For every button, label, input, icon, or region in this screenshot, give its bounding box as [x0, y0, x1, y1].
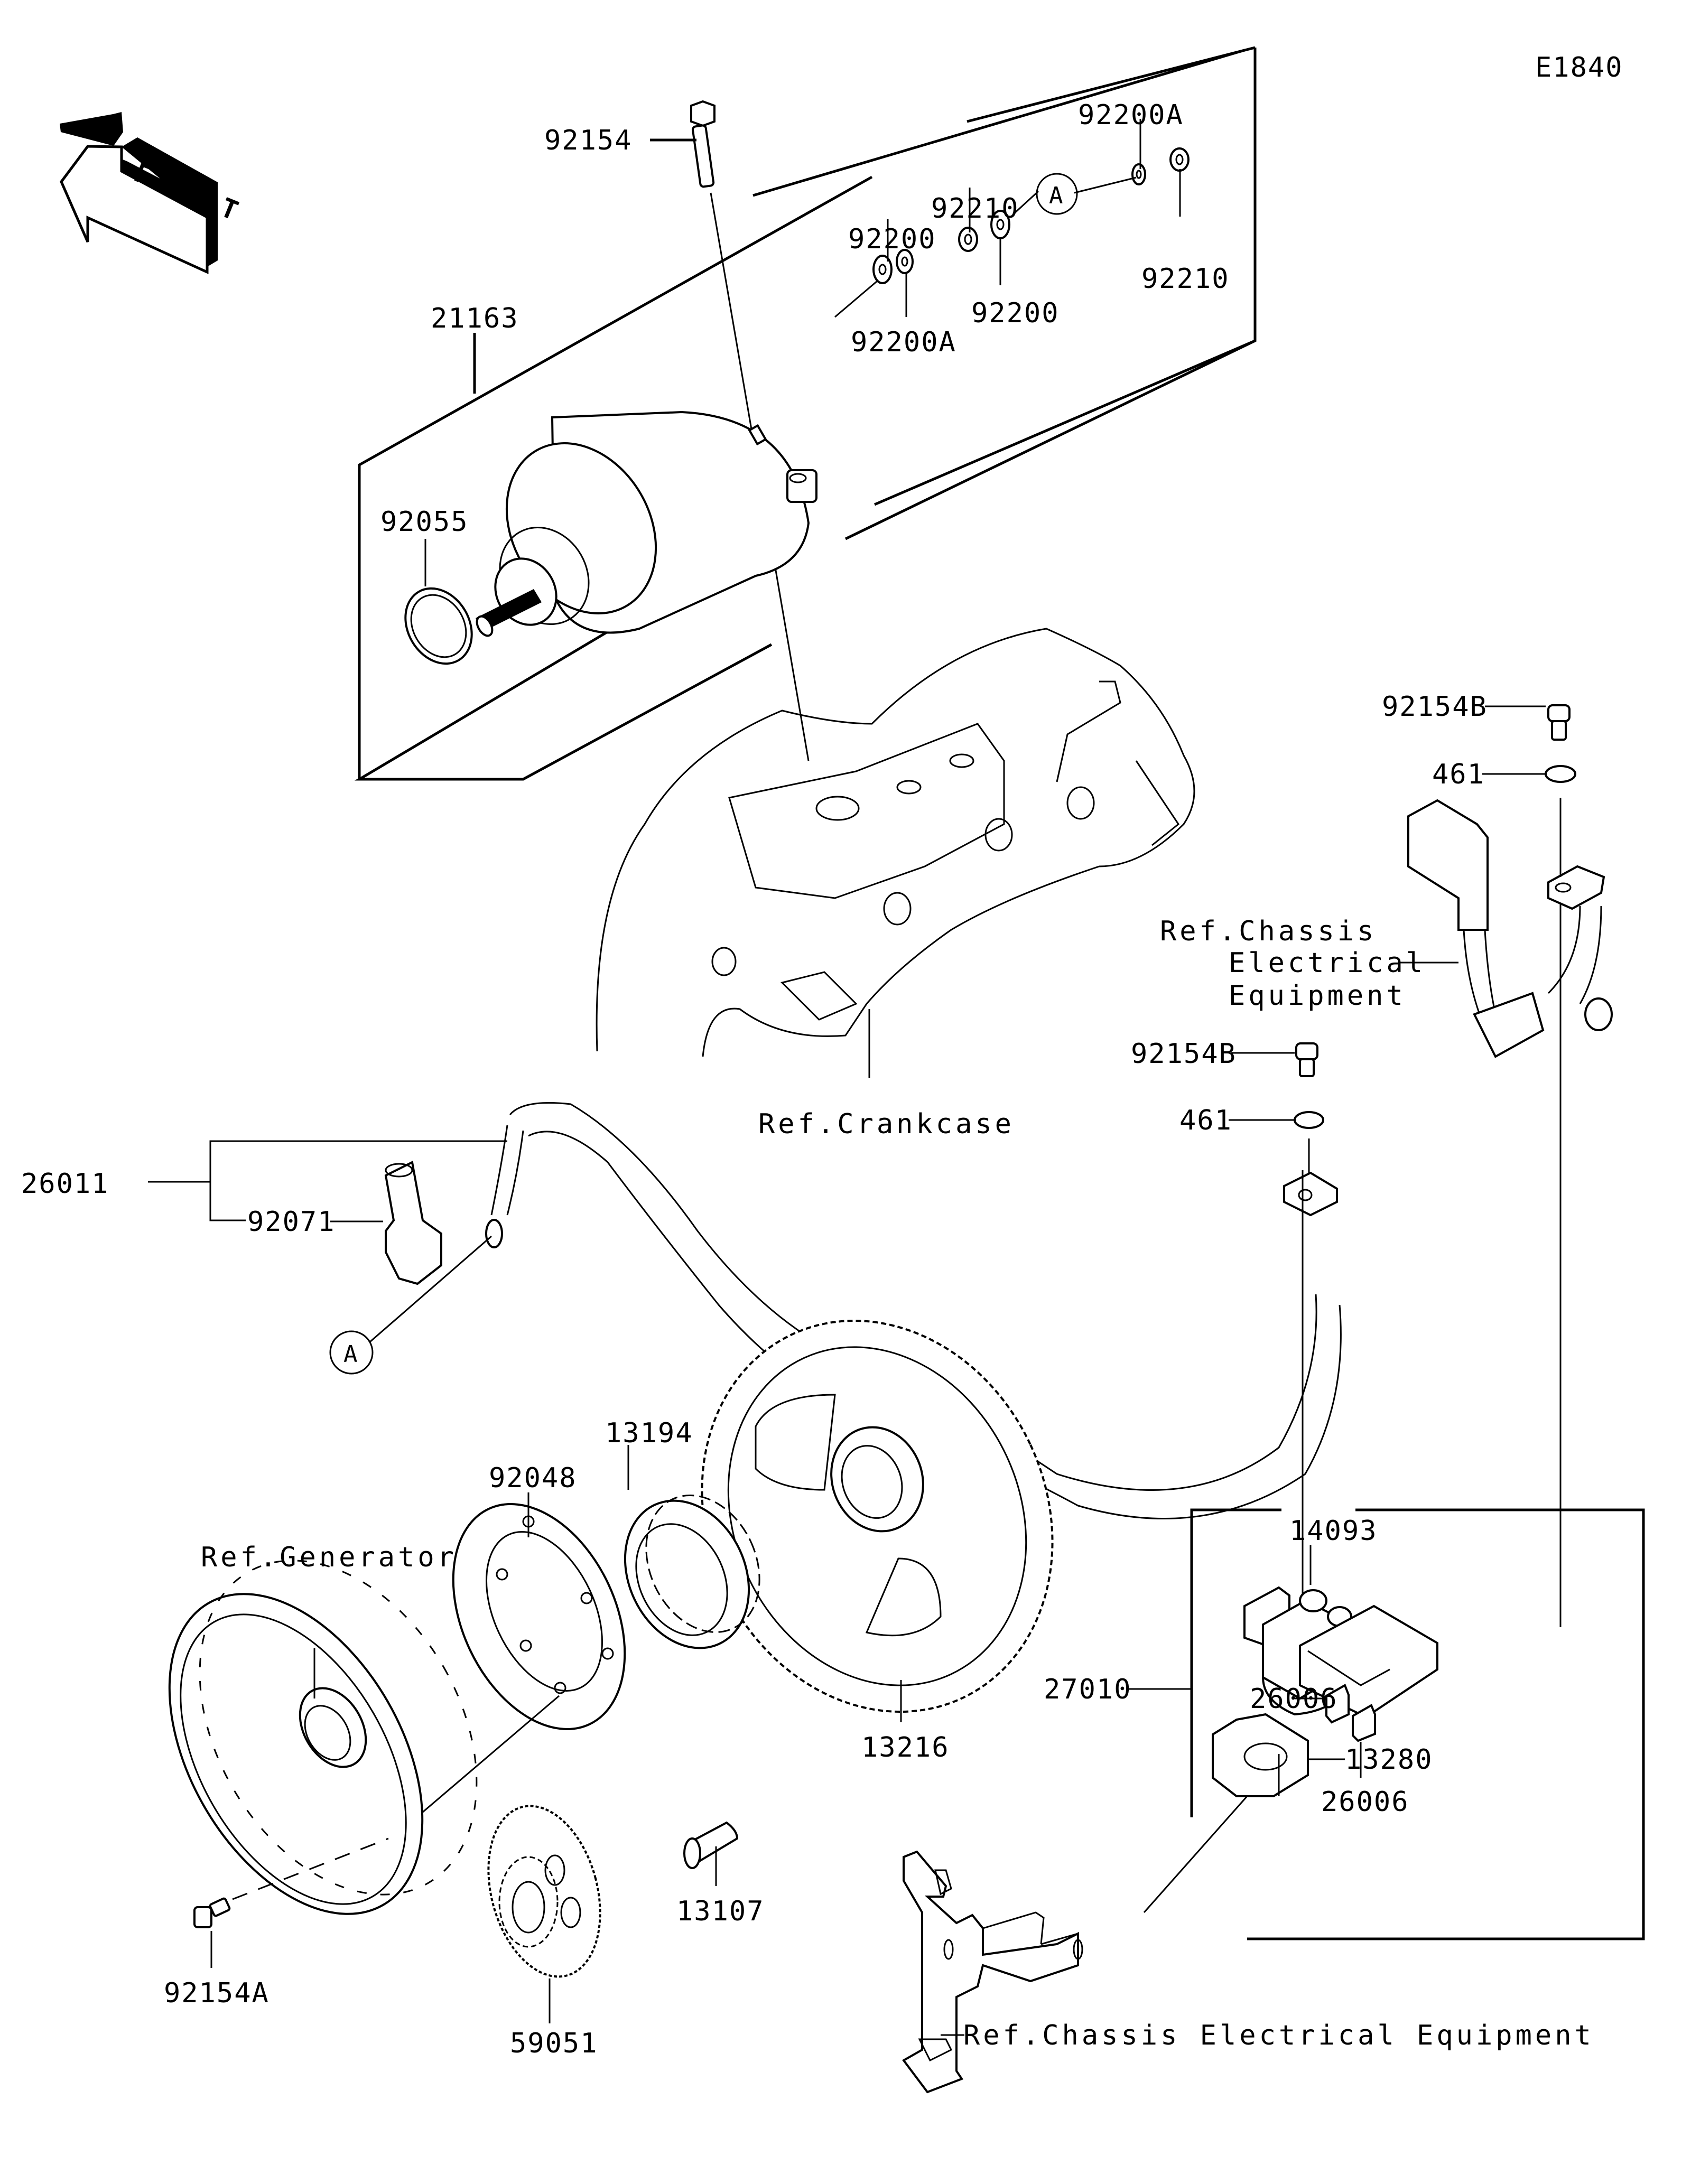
part-label-26011: 26011 [21, 1168, 109, 1200]
fuse-26006-a [1325, 1684, 1350, 1724]
ref-chassis-upper-line2: Electrical [1229, 947, 1426, 979]
ref-crankcase: Ref.Crankcase [758, 1108, 1015, 1140]
bolt-92154A [193, 1897, 231, 1928]
fuse-26006-b [1352, 1704, 1376, 1742]
relay-boot-13280 [1212, 1713, 1309, 1797]
part-label-92055: 92055 [380, 506, 469, 538]
part-label-92154A: 92154A [164, 1977, 270, 2009]
ref-chassis-upper-line3: Equipment [1229, 980, 1406, 1012]
crankcase-reference [596, 628, 1195, 1057]
callout-marker-a-upper: A [1036, 173, 1078, 215]
svg-text:A: A [343, 1341, 358, 1368]
part-label-92071: 92071 [247, 1206, 336, 1238]
part-label-92154: 92154 [544, 125, 633, 156]
part-label-92048: 92048 [489, 1462, 577, 1494]
washer-461-middle [1294, 1111, 1324, 1129]
part-label-461-upper: 461 [1432, 759, 1485, 790]
part-label-26006-a: 26006 [1250, 1683, 1338, 1715]
screw-92154B-middle [1295, 1042, 1318, 1077]
starter-relay-group-outline [1190, 1508, 1645, 1940]
part-label-27010: 27010 [1044, 1674, 1132, 1705]
part-label-13280: 13280 [1345, 1744, 1433, 1776]
front-arrow-icon: FRONT [60, 112, 249, 274]
svg-text:A: A [1049, 182, 1063, 209]
part-label-92154B-upper: 92154B [1382, 691, 1488, 723]
starter-motor-group-outline [354, 46, 1257, 781]
part-label-26006-b: 26006 [1321, 1786, 1409, 1818]
part-label-92200A-bot: 92200A [851, 326, 956, 358]
part-label-14093: 14093 [1289, 1515, 1378, 1547]
part-label-92210-top: 92210 [931, 193, 1019, 225]
part-label-92200-top: 92200 [848, 223, 936, 255]
washer-461-upper [1545, 765, 1576, 783]
callout-marker-a-lower: A [329, 1330, 374, 1375]
cap-92071 [384, 1161, 442, 1285]
ref-chassis-upper-line1: Ref.Chassis [1160, 916, 1377, 947]
hardware-row [834, 147, 1190, 318]
ref-chassis-lower: Ref.Chassis Electrical Equipment [963, 2020, 1594, 2051]
screw-92154B-upper [1547, 704, 1571, 741]
relay-cover-14093 [1299, 1604, 1438, 1719]
chassis-bracket-lower [902, 1850, 1083, 2094]
part-label-92200A-top: 92200A [1078, 99, 1184, 131]
ref-generator: Ref.Generator [201, 1542, 457, 1573]
wire-harness-upper [1407, 798, 1613, 1627]
idler-gear-59051 [487, 1805, 601, 1978]
bracket-26011 [148, 1140, 507, 1221]
part-label-21163: 21163 [431, 303, 519, 334]
o-ring-92055 [404, 587, 473, 665]
part-label-59051: 59051 [510, 2028, 598, 2059]
shaft-13107 [683, 1821, 739, 1869]
part-label-13216: 13216 [861, 1732, 950, 1763]
part-label-92210-right: 92210 [1141, 263, 1230, 295]
part-label-13194: 13194 [605, 1417, 693, 1449]
part-label-92200-bot: 92200 [971, 297, 1060, 329]
generator-reference [168, 1560, 478, 1915]
ring-92048 [452, 1503, 626, 1730]
diagram-code: E1840 [1535, 52, 1623, 83]
one-way-clutch-13194 [624, 1495, 760, 1649]
starter-motor [476, 410, 817, 637]
part-label-461-middle: 461 [1179, 1105, 1232, 1136]
part-label-13107: 13107 [676, 1896, 765, 1927]
part-label-92154B-middle: 92154B [1131, 1038, 1237, 1070]
